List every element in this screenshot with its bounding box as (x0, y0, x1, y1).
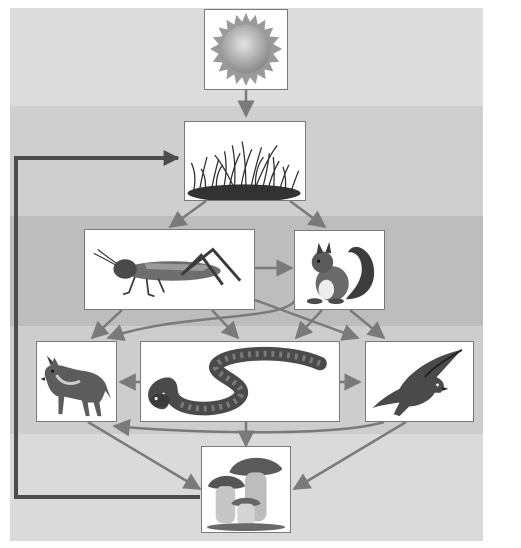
grass-icon (185, 122, 305, 200)
mushroom-icon (206, 457, 286, 532)
hawk-icon (372, 348, 463, 417)
node-hawk (365, 341, 474, 422)
node-grass (184, 121, 306, 201)
sun-icon (209, 12, 283, 87)
node-sun (204, 9, 288, 90)
wolf-icon (40, 355, 112, 417)
node-mushrooms (201, 446, 291, 533)
node-wolf (36, 341, 117, 422)
squirrel-icon (306, 241, 375, 305)
node-grasshopper (84, 229, 255, 310)
node-squirrel (294, 230, 385, 310)
snake-icon (148, 346, 327, 416)
node-snake (140, 341, 340, 422)
grasshopper-icon (93, 247, 242, 298)
